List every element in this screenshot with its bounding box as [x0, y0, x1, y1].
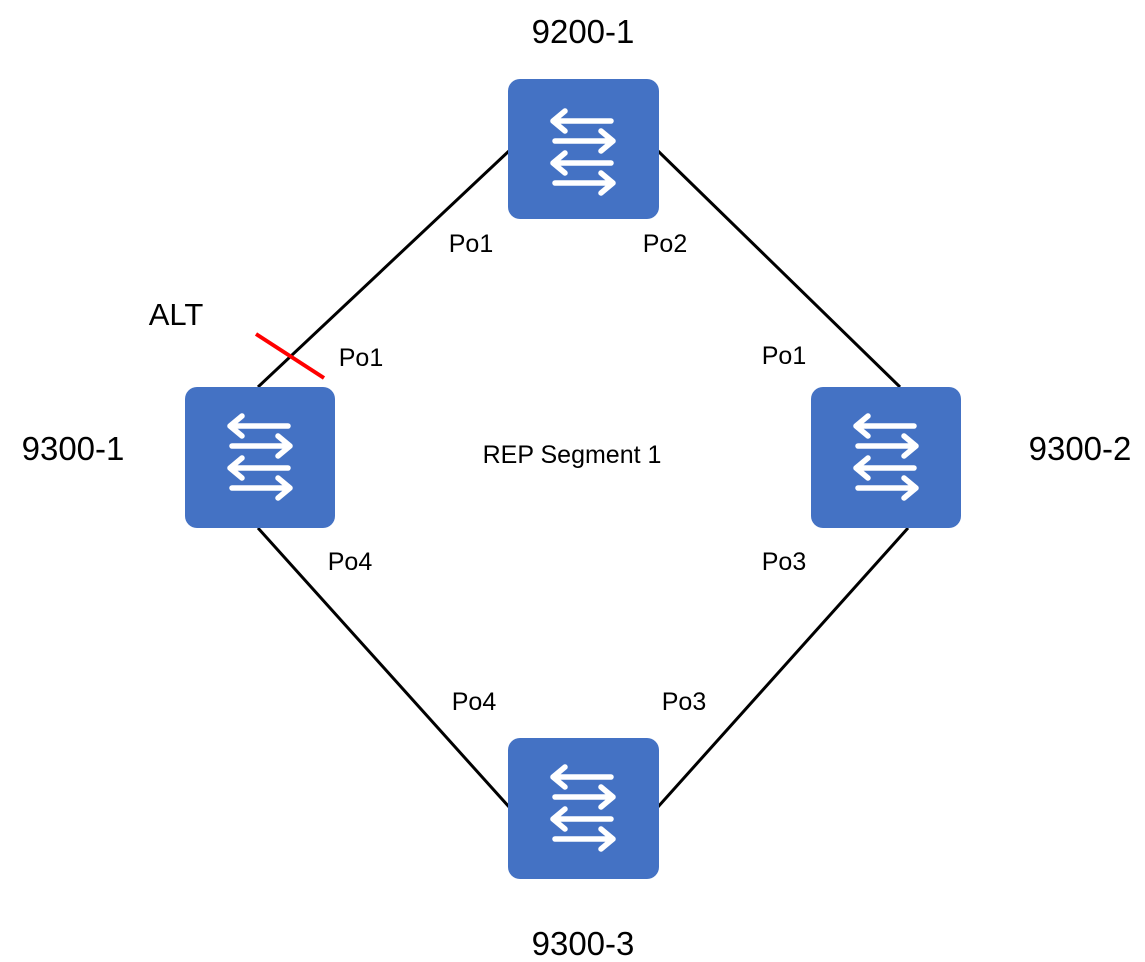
- alternate-port-label: ALT: [149, 297, 204, 332]
- switch-body: [508, 738, 659, 879]
- switch-body: [185, 387, 335, 528]
- port-label-9300-1-po4: Po4: [328, 548, 373, 576]
- port-label-9300-2-po1: Po1: [762, 342, 806, 370]
- port-label-9200-1-po2: Po2: [643, 230, 687, 258]
- device-name-right: 9300-2: [1029, 430, 1132, 467]
- switch-body: [811, 387, 961, 528]
- switch-9300-3[interactable]: [508, 738, 659, 879]
- switch-9300-2[interactable]: [811, 387, 961, 528]
- link-9300-2-to-9300-3: [655, 526, 910, 810]
- link-9200-1-to-9300-1: [256, 148, 512, 389]
- link-9300-1-to-9300-3: [256, 526, 512, 810]
- port-label-9300-3-po3: Po3: [662, 688, 706, 716]
- port-label-9300-3-po4: Po4: [452, 688, 497, 716]
- device-name-bottom: 9300-3: [532, 925, 635, 962]
- switch-9200-1[interactable]: [508, 79, 659, 219]
- switch-9300-1[interactable]: [185, 387, 335, 528]
- segment-label: REP Segment 1: [483, 441, 662, 469]
- blocked-port-marker: [254, 332, 326, 380]
- device-name-top: 9200-1: [532, 13, 635, 50]
- port-label-9300-1-po1: Po1: [339, 344, 383, 372]
- device-name-left: 9300-1: [22, 430, 125, 467]
- link-9200-1-to-9300-2: [655, 148, 902, 389]
- switch-body: [508, 79, 659, 219]
- port-label-9200-1-po1: Po1: [449, 230, 493, 258]
- port-label-9300-2-po3: Po3: [762, 548, 806, 576]
